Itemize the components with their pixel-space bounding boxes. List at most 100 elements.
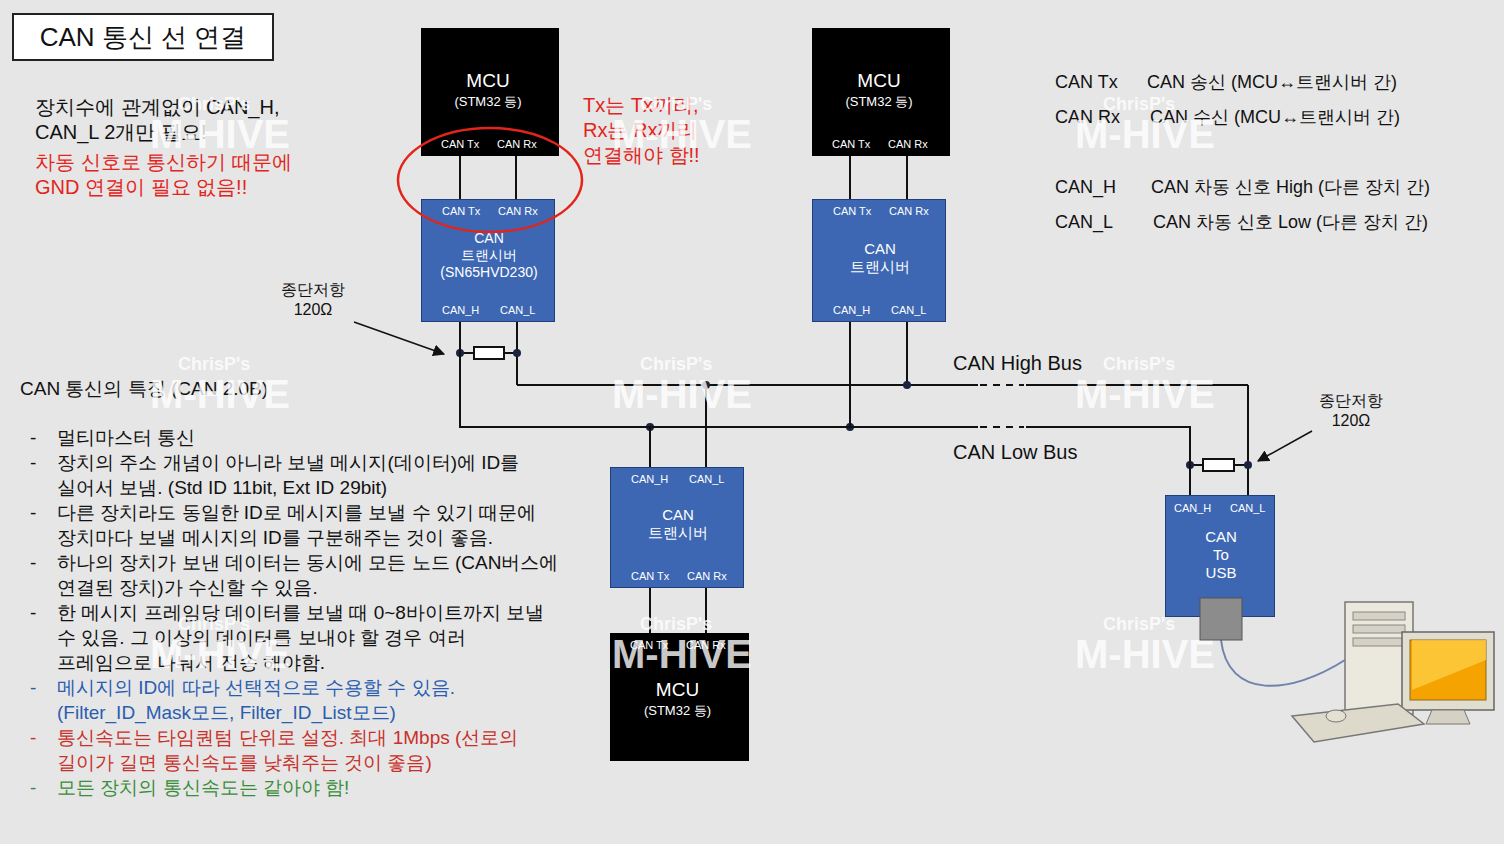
pin-label: CAN Rx	[888, 138, 928, 151]
watermark: ChrisP's	[1103, 613, 1175, 636]
watermark: ChrisP's	[178, 93, 250, 116]
bullet-text: 멀티마스터 통신	[57, 425, 562, 450]
can-transceiver: CAN Tx CAN Rx CAN 트랜시버 (SN65HVD230) CAN_H CA…	[421, 199, 555, 322]
bus-connection	[850, 322, 1190, 495]
signal-wire	[849, 156, 851, 199]
signal-description: CAN 송신 (MCU↔트랜시버 간)	[1147, 71, 1397, 94]
pin-label: CAN Rx	[889, 205, 929, 218]
bullet-dash: -	[20, 675, 57, 725]
bullet-text: 한 메시지 프레임당 데이터를 보낼 때 0~8바이트까지 보낼 수 있음. 그…	[57, 600, 562, 675]
pin-label: CAN_L	[500, 304, 535, 317]
watermark: ChrisP's	[640, 613, 712, 636]
bullet-dash: -	[20, 550, 57, 600]
node-text: (STM32 등)	[421, 94, 555, 110]
can-transceiver: CAN_HCAN_LCAN 트랜시버CAN TxCAN Rx	[610, 467, 744, 588]
heading-text: CAN 통신의 특징 (CAN 2.0B)	[20, 378, 268, 399]
pin-label: CAN Tx	[442, 205, 480, 218]
node-text: MCU	[812, 70, 946, 93]
signal-wire	[515, 156, 517, 199]
watermark: M-HIVE	[612, 629, 752, 679]
signal-wire	[649, 588, 651, 633]
signal-name: CAN_H	[1055, 176, 1116, 199]
drive-bay	[1353, 638, 1405, 646]
list-item: -하나의 장치가 보낸 데이터는 동시에 모든 노드 (CAN버스에 연결된 장…	[20, 550, 565, 600]
pin-label: CAN_L	[891, 304, 926, 317]
bullet-text: 장치의 주소 개념이 아니라 보낼 메시지(데이터)에 ID를 실어서 보냄. …	[57, 450, 562, 500]
bullet-dash: -	[20, 425, 57, 450]
mcu-box: CAN TxCAN RxMCU(STM32 등)	[610, 633, 749, 761]
leader-line	[1258, 431, 1312, 461]
bullet-text: 모든 장치의 통신속도는 같아야 함!	[57, 775, 562, 800]
watermark: ChrisP's	[640, 353, 712, 376]
can-to-usb-box: CAN_H CAN_L CAN To USB	[1165, 495, 1275, 617]
resistor-symbol	[474, 347, 504, 359]
bullet-dash: -	[20, 450, 57, 500]
watermark: ChrisP's	[640, 93, 712, 116]
bullet-dash: -	[20, 500, 57, 550]
list-item: -통신속도는 타임퀀텀 단위로 설정. 최대 1Mbps (선로의 길이가 길면…	[20, 725, 565, 775]
pin-label: CAN_H	[833, 304, 870, 317]
bullet-text: 하나의 장치가 보낸 데이터는 동시에 모든 노드 (CAN버스에 연결된 장치…	[57, 550, 562, 600]
can-transceiver: CAN TxCAN RxCAN 트랜시버CAN_HCAN_L	[812, 199, 946, 322]
signal-name: CAN_L	[1055, 211, 1113, 234]
signal-description: CAN 차동 신호 High (다른 장치 간)	[1151, 176, 1430, 199]
watermark: M-HIVE	[612, 369, 752, 419]
bus-label: CAN High Bus	[953, 351, 1082, 376]
bus-wire	[906, 321, 908, 385]
node-text: (STM32 등)	[812, 94, 946, 110]
list-item: -다른 장치라도 동일한 ID로 메시지를 보낼 수 있기 때문에 장치마다 보…	[20, 500, 565, 550]
watermark: ChrisP's	[1103, 353, 1175, 376]
node-text: CAN 트랜시버 (SN65HVD230)	[429, 230, 549, 280]
pin-label: CAN Rx	[497, 138, 537, 151]
node-text: CAN 트랜시버	[638, 506, 718, 542]
signal-description: CAN 수신 (MCU↔트랜시버 간)	[1150, 106, 1400, 129]
signal-description: CAN 차동 신호 Low (다른 장치 간)	[1153, 211, 1428, 234]
list-item: -멀티마스터 통신	[20, 425, 565, 450]
warning-note: 차동 신호로 통신하기 때문에 GND 연결이 필요 없음!!	[35, 150, 335, 200]
note: 장치수에 관계없이 CAN_H, CAN_L 2개만 필요!	[35, 95, 335, 145]
bus-gap	[978, 378, 1026, 434]
monitor-screen	[1410, 640, 1486, 700]
signal-name: CAN Tx	[1055, 71, 1118, 94]
bullet-text: 다른 장치라도 동일한 ID로 메시지를 보낼 수 있기 때문에 장치마다 보낼…	[57, 500, 562, 550]
resistor-symbol	[1203, 459, 1234, 471]
signal-wire	[906, 156, 908, 199]
bus-dash	[980, 384, 1024, 386]
bullet-dash: -	[20, 600, 57, 675]
signal-wire	[705, 588, 707, 633]
pin-label: CAN Rx	[686, 639, 726, 652]
title-box: CAN 통신 선 연결	[12, 13, 274, 61]
node-text: CAN To USB	[1201, 528, 1241, 582]
pin-label: CAN_H	[1174, 502, 1211, 515]
feature-list: CAN 통신의 특징 (CAN 2.0B)-멀티마스터 통신-장치의 주소 개념…	[20, 376, 565, 800]
usb-cable	[1221, 640, 1345, 686]
junction-dot	[903, 381, 911, 389]
list-item: -모든 장치의 통신속도는 같아야 함!	[20, 775, 565, 800]
bullet-dash: -	[20, 725, 57, 775]
pin-label: CAN Rx	[498, 205, 538, 218]
mcu-box: MCU(STM32 등) CAN Tx CAN Rx	[421, 28, 559, 156]
mouse	[1326, 710, 1346, 722]
monitor	[1402, 632, 1494, 710]
resistor-label: 종단저항 120Ω	[268, 280, 358, 320]
bullet-text: 메시지의 ID에 따라 선택적으로 수용할 수 있음. (Filter_ID_M…	[57, 675, 562, 725]
pin-label: CAN Tx	[441, 138, 479, 151]
pin-label: CAN_H	[442, 304, 479, 317]
pin-label: CAN Tx	[630, 639, 668, 652]
node-text: MCU	[421, 70, 555, 93]
watermark: M-HIVE	[1075, 369, 1215, 419]
list-item: -메시지의 ID에 따라 선택적으로 수용할 수 있음. (Filter_ID_…	[20, 675, 565, 725]
pin-label: CAN_L	[1230, 502, 1265, 515]
node-text: (STM32 등)	[610, 703, 745, 719]
watermark: M-HIVE	[612, 109, 752, 159]
watermark: M-HIVE	[1075, 109, 1215, 159]
list-item: -한 메시지 프레임당 데이터를 보낼 때 0~8바이트까지 보낼 수 있음. …	[20, 600, 565, 675]
watermark: M-HIVE	[150, 109, 290, 159]
list-item: -장치의 주소 개념이 아니라 보낼 메시지(데이터)에 ID를 실어서 보냄.…	[20, 450, 565, 500]
screen-shine	[1412, 640, 1486, 690]
watermark: ChrisP's	[178, 353, 250, 376]
monitor-stand	[1426, 710, 1470, 724]
pin-label: CAN_H	[631, 473, 668, 486]
drive-bay	[1353, 625, 1405, 633]
junction-dot	[702, 381, 710, 389]
